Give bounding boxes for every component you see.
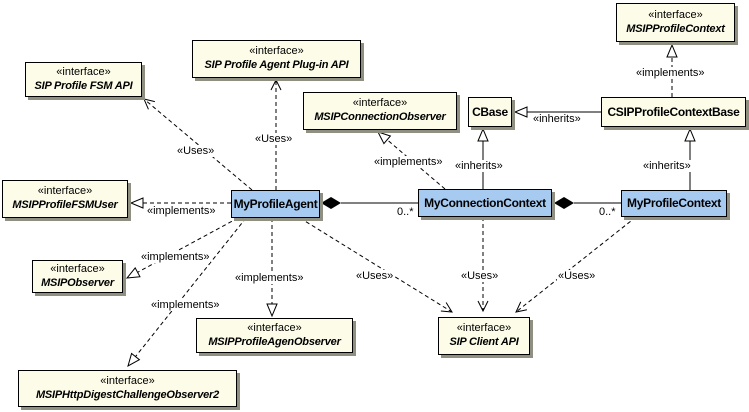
stereotype-label: «interface» — [50, 262, 105, 275]
node-msip-profile-fsm-user[interactable]: «interface» MSIPProfileFSMUser — [2, 180, 128, 218]
edge-label-implements: «implements» — [234, 272, 305, 284]
node-msip-http-digest-challenge-observer2[interactable]: «interface» MSIPHttpDigestChallengeObser… — [18, 370, 237, 407]
edge-label-uses: «Uses» — [460, 270, 500, 282]
interface-name: MSIPObserver — [41, 276, 114, 289]
edge-label-inherits: «inherits» — [642, 160, 692, 172]
edge-label-multiplicity: 0..* — [396, 206, 415, 218]
edge-label-inherits: «inherits» — [532, 113, 582, 125]
edge-composition-profileagent-connectioncontext — [321, 197, 418, 209]
edge-label-uses: «Uses» — [254, 133, 294, 145]
node-msip-connection-observer[interactable]: «interface» MSIPConnectionObserver — [303, 92, 457, 130]
edge-uses-profileagent-fsmapi — [143, 98, 253, 191]
interface-name: MSIPHttpDigestChallengeObserver2 — [35, 388, 220, 401]
interface-name: MSIPProfileAgenObserver — [208, 335, 341, 348]
edge-label-implements: «implements» — [635, 67, 706, 79]
stereotype-label: «interface» — [56, 65, 111, 78]
edge-label-uses: «Uses» — [176, 145, 216, 157]
edge-implements-profileagent-msipobserver — [125, 217, 239, 279]
edge-label-inherits: «inherits» — [454, 160, 504, 172]
node-msip-profile-context[interactable]: «interface» MSIPProfileContext — [616, 3, 735, 42]
stereotype-label: «interface» — [456, 322, 512, 335]
node-msip-profile-agen-observer[interactable]: «interface» MSIPProfileAgenObserver — [196, 318, 353, 353]
stereotype-label: «interface» — [37, 185, 93, 198]
edge-label-uses: «Uses» — [557, 270, 597, 282]
edge-label-multiplicity: 0..* — [598, 206, 617, 218]
node-sip-profile-fsm-api[interactable]: «interface» SIP Profile FSM API — [25, 62, 142, 97]
node-my-profile-context[interactable]: MyProfileContext — [621, 190, 727, 217]
edge-implements-profileagent-httpdigestobserver — [127, 217, 247, 368]
stereotype-label: «interface» — [352, 97, 408, 110]
node-cbase[interactable]: CBase — [468, 97, 512, 127]
edge-label-implements: «implements» — [150, 299, 221, 311]
interface-name: MSIPConnectionObserver — [314, 111, 446, 123]
class-name: MyProfileAgent — [233, 196, 318, 211]
stereotype-label: «interface» — [249, 45, 304, 58]
interface-name: MSIPProfileFSMUser — [12, 199, 118, 211]
node-sip-profile-agent-plugin-api[interactable]: «interface» SIP Profile Agent Plug-in AP… — [192, 40, 361, 78]
interface-name: MSIPProfileContext — [626, 22, 725, 35]
edge-composition-connectioncontext-profilecontext — [554, 197, 621, 209]
node-my-profile-agent[interactable]: MyProfileAgent — [231, 190, 320, 218]
edge-uses-profileagent-sipclientapi — [299, 217, 453, 313]
stereotype-label: «interface» — [648, 8, 703, 21]
edge-label-implements: «implements» — [140, 251, 211, 263]
node-msip-observer[interactable]: «interface» MSIPObserver — [32, 260, 123, 293]
stereotype-label: «interface» — [247, 321, 302, 334]
interface-name: SIP Client API — [449, 336, 519, 348]
edge-label-implements: «implements» — [146, 205, 217, 217]
edge-label-uses: «Uses» — [355, 270, 395, 282]
node-my-connection-context[interactable]: MyConnectionContext — [418, 189, 552, 217]
node-csip-profile-context-base[interactable]: CSIPProfileContextBase — [601, 97, 746, 127]
node-sip-client-api[interactable]: «interface» SIP Client API — [438, 317, 530, 355]
stereotype-label: «interface» — [100, 374, 155, 387]
class-name: MyProfileContext — [627, 196, 721, 210]
class-name: MyConnectionContext — [424, 195, 546, 210]
edge-label-implements: «implements» — [373, 156, 444, 168]
edge-uses-profilecontext-sipclientapi — [515, 216, 637, 313]
interface-name: SIP Profile Agent Plug-in API — [204, 59, 349, 71]
interface-name: SIP Profile FSM API — [34, 79, 133, 92]
class-name: CBase — [472, 104, 508, 119]
class-name: CSIPProfileContextBase — [607, 104, 740, 119]
